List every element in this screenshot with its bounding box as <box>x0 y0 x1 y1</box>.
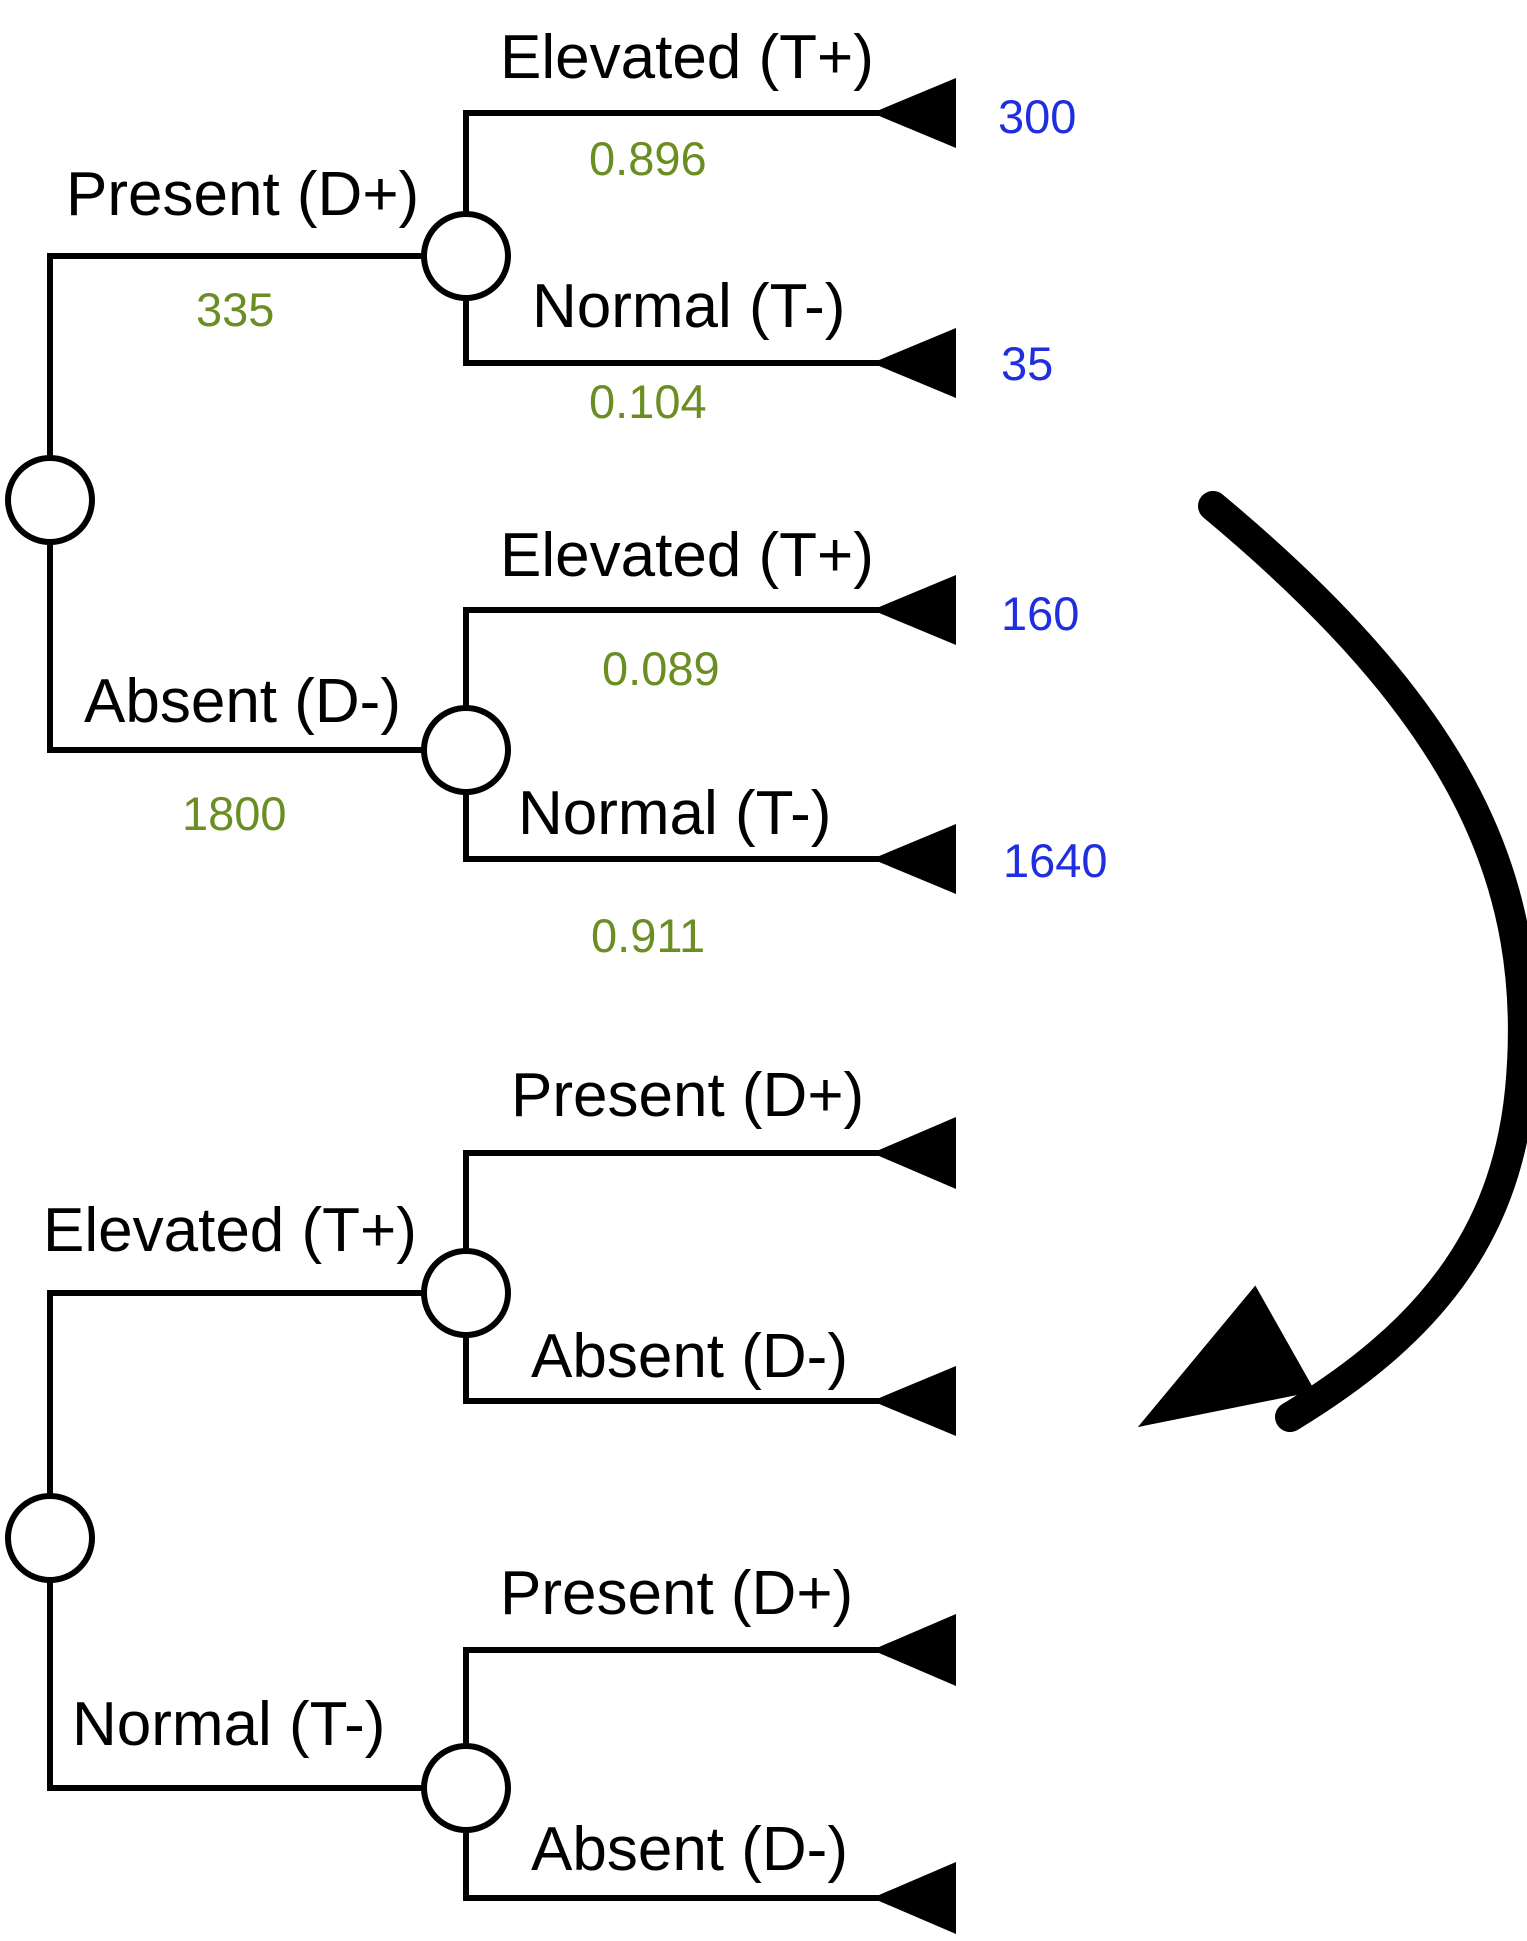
top-dminus-chance-node <box>421 705 511 795</box>
top-root-chance-node <box>5 455 95 545</box>
curved-arrow-shaft <box>1198 491 1527 1432</box>
curved-arrow-icon <box>1137 491 1527 1432</box>
top-dplus-branch-t-plus <box>463 110 883 215</box>
bottom-tplus-chance-node <box>421 1248 511 1338</box>
terminal-node-icon <box>872 78 956 148</box>
top-dminus-tminus-probability: 0.911 <box>591 909 705 962</box>
terminal-node-icon <box>872 824 956 894</box>
bottom-tminus-branch-d-minus <box>463 1829 883 1901</box>
top-dminus-tminus-label: Normal (T-) <box>518 779 831 848</box>
top-dplus-tminus-outcome: 35 <box>1001 337 1053 390</box>
top-dplus-tminus-label: Normal (T-) <box>532 272 845 341</box>
bottom-root-branch-t-plus <box>47 1290 428 1499</box>
bottom-root-branch-t-minus <box>47 1575 428 1791</box>
bottom-tplus-branch-d-minus <box>463 1334 883 1404</box>
top-dminus-tplus-label: Elevated (T+) <box>500 521 874 590</box>
top-root-branch-d-plus <box>47 253 428 463</box>
top-dminus-branch-t-minus <box>463 791 883 862</box>
bottom-tplus-dminus-label: Absent (D-) <box>531 1322 848 1391</box>
top-dplus-tplus-probability: 0.896 <box>589 132 707 185</box>
bottom-tplus-dplus-label: Present (D+) <box>511 1061 864 1130</box>
terminal-node-icon <box>872 1366 956 1436</box>
top-dminus-label: Absent (D-) <box>84 667 401 736</box>
top-dminus-tplus-probability: 0.089 <box>602 642 720 695</box>
top-dminus-tplus-outcome: 160 <box>1001 587 1079 640</box>
terminal-node-icon <box>872 1117 956 1189</box>
bottom-tree: Elevated (T+) Normal (T-) Present (D+) A… <box>5 1061 956 1934</box>
top-dminus-tminus-outcome: 1640 <box>1003 834 1108 887</box>
top-dplus-label: Present (D+) <box>66 160 419 229</box>
top-root-branch-d-minus <box>47 537 428 753</box>
bottom-tplus-label: Elevated (T+) <box>43 1196 417 1265</box>
top-dplus-tplus-outcome: 300 <box>998 90 1076 143</box>
top-tree: Present (D+) Absent (D-) Elevated (T+) N… <box>5 23 1108 962</box>
bottom-tminus-label: Normal (T-) <box>72 1690 385 1759</box>
terminal-node-icon <box>872 328 956 398</box>
bottom-tminus-chance-node <box>421 1743 511 1833</box>
top-dplus-branch-t-minus <box>463 297 883 366</box>
terminal-node-icon <box>872 1614 956 1686</box>
bottom-tminus-branch-d-plus <box>463 1647 883 1747</box>
curved-arrow-head <box>1137 1285 1316 1428</box>
terminal-node-icon <box>872 575 956 645</box>
top-dminus-branch-t-plus <box>463 607 883 709</box>
top-dplus-chance-node <box>421 211 511 301</box>
top-dminus-count: 1800 <box>182 787 287 840</box>
bottom-tminus-dminus-label: Absent (D-) <box>531 1815 848 1884</box>
terminal-node-icon <box>872 1862 956 1934</box>
bottom-tplus-branch-d-plus <box>463 1150 883 1252</box>
bottom-root-chance-node <box>5 1493 95 1583</box>
bottom-tminus-dplus-label: Present (D+) <box>500 1559 853 1628</box>
top-dplus-tplus-label: Elevated (T+) <box>500 23 874 92</box>
top-dplus-count: 335 <box>196 283 274 336</box>
top-dplus-tminus-probability: 0.104 <box>589 375 707 428</box>
